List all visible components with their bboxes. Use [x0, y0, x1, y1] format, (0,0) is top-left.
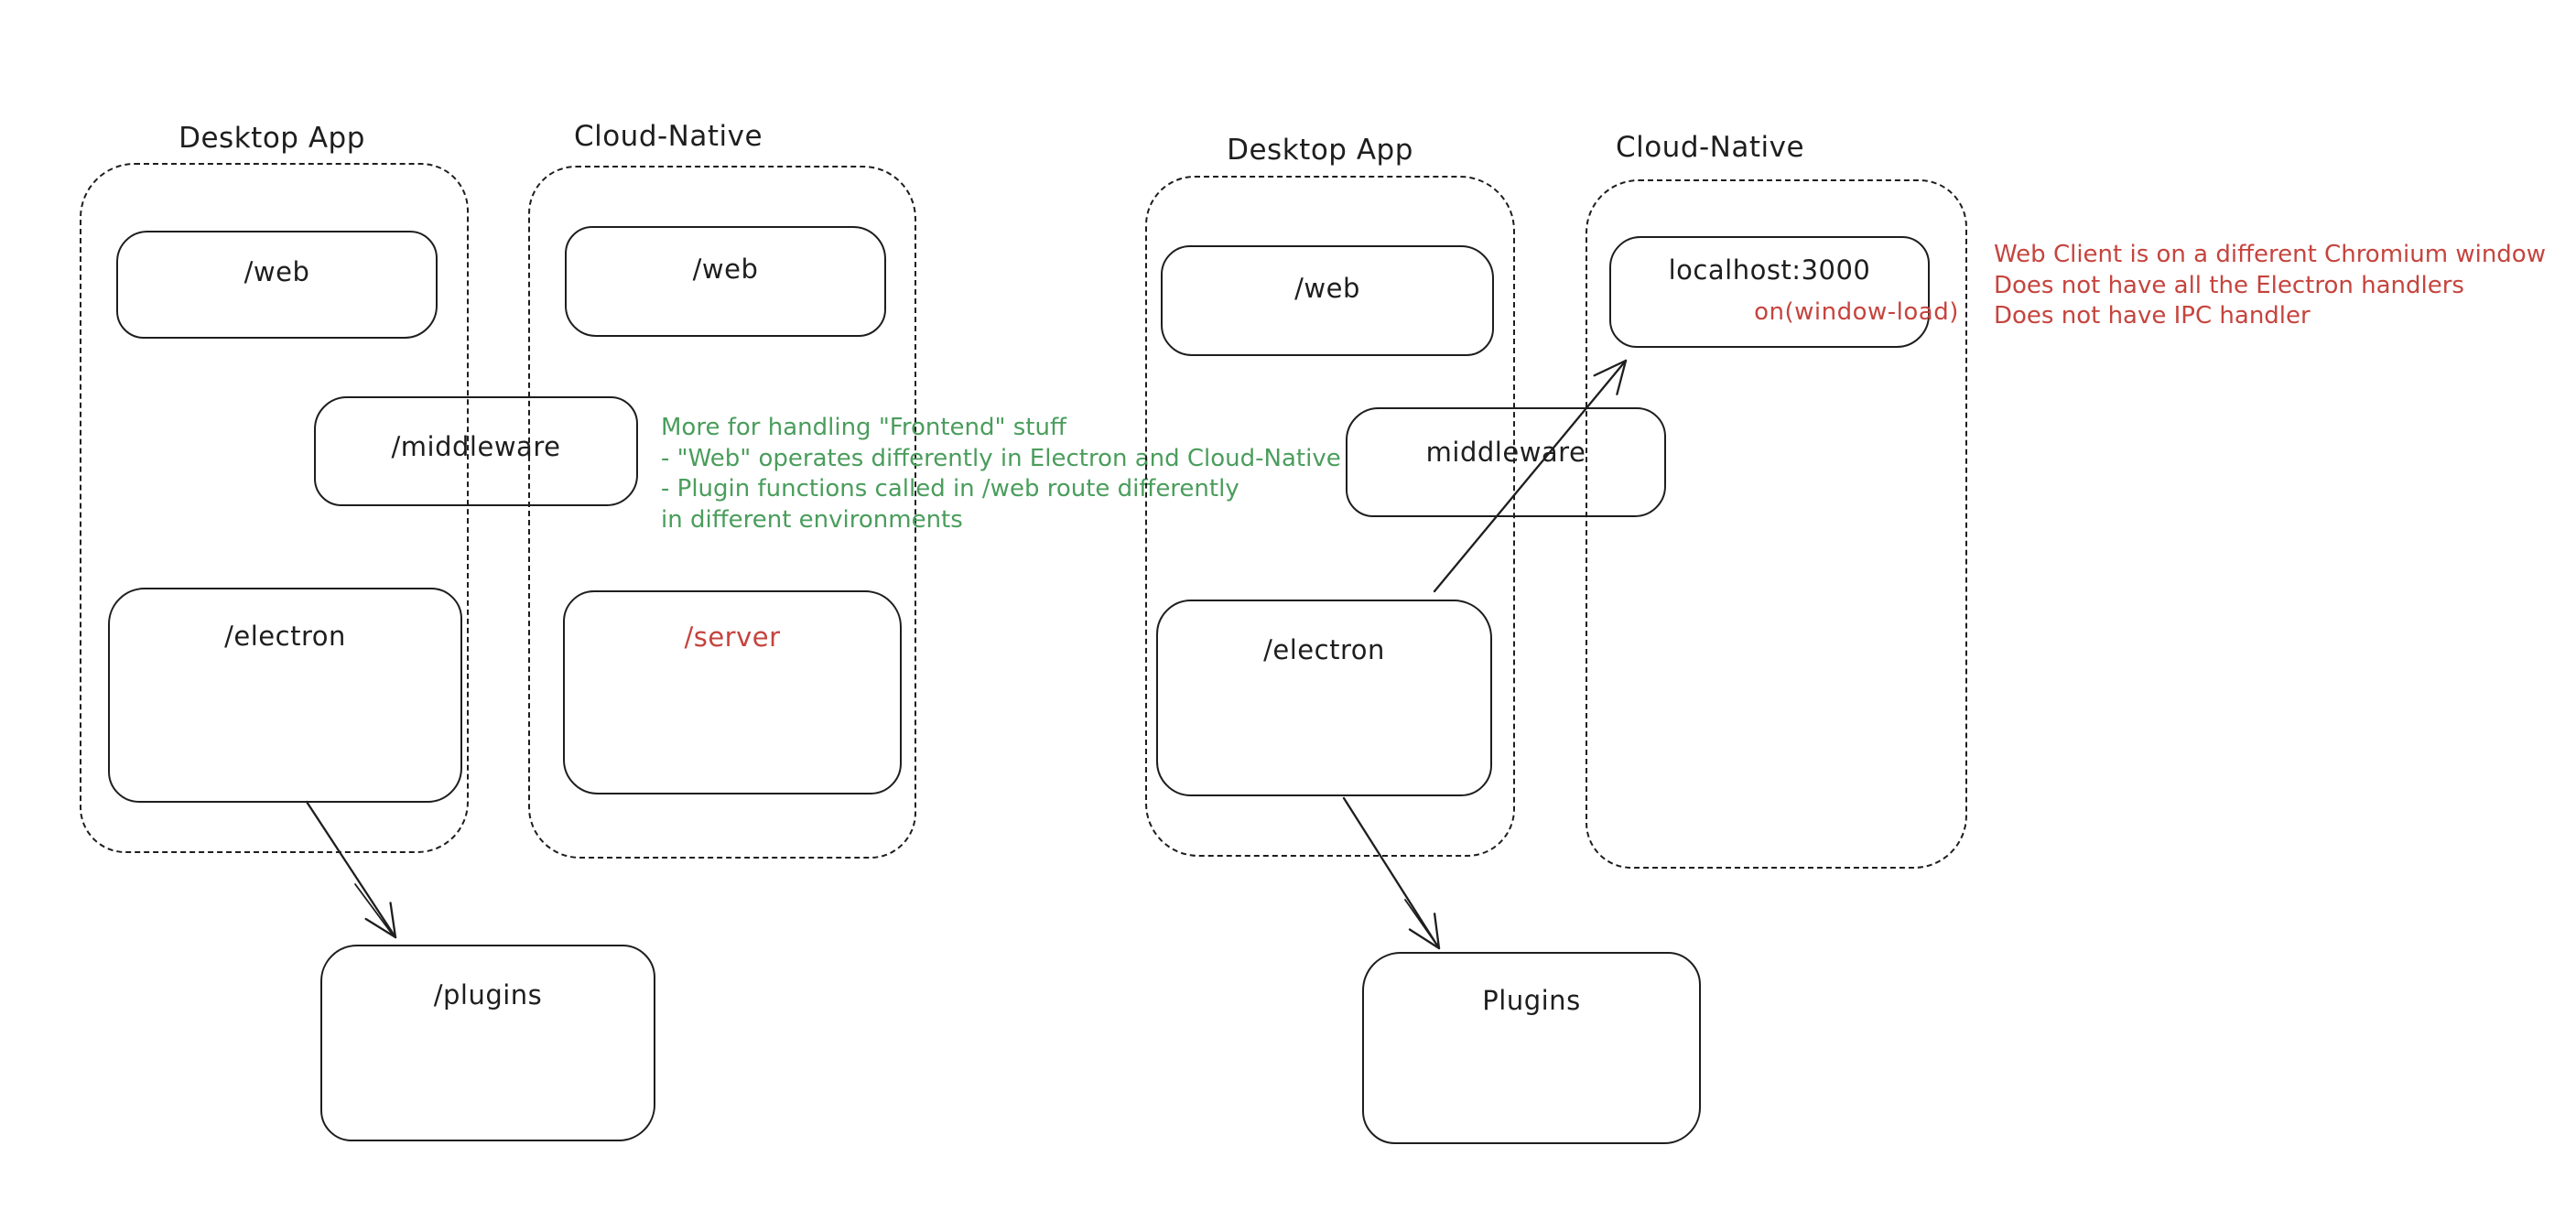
red-annotation-line-3: Does not have IPC handler [1994, 302, 2311, 330]
node-server-left-label: /server [684, 621, 781, 653]
node-web-desktop-left-label: /web [244, 256, 310, 287]
group-title-cloud-native-right: Cloud-Native [1615, 131, 1805, 164]
node-middleware-left-label: /middleware [391, 431, 561, 462]
node-localhost: localhost:3000 on(window-load) [1609, 236, 1958, 348]
node-middleware-right-label: middleware [1425, 437, 1586, 468]
green-annotation-line-1: More for handling "Frontend" stuff [661, 414, 1066, 441]
node-electron-left-label: /electron [224, 621, 346, 652]
node-plugins-left: /plugins [320, 945, 655, 1141]
node-plugins-left-label: /plugins [433, 979, 543, 1010]
node-middleware-right: middleware [1346, 407, 1666, 517]
group-title-desktop-app-right: Desktop App [1227, 134, 1413, 167]
node-server-left: /server [563, 590, 902, 794]
red-annotation-line-1: Web Client is on a different Chromium wi… [1994, 241, 2546, 268]
node-localhost-label: localhost:3000 [1668, 254, 1871, 286]
node-web-desktop-left: /web [116, 231, 438, 339]
node-web-desktop-right-label: /web [1294, 273, 1360, 304]
green-annotation-line-3: - Plugin functions called in /web route … [661, 475, 1239, 503]
node-middleware-left: /middleware [314, 396, 638, 506]
node-web-cloud-left: /web [565, 226, 886, 337]
node-electron-right-label: /electron [1263, 634, 1385, 665]
node-web-cloud-left-label: /web [692, 254, 759, 285]
group-title-cloud-native-left: Cloud-Native [573, 120, 763, 153]
green-annotation-line-2: - "Web" operates differently in Electron… [661, 444, 1341, 472]
container-desktop-app-left [80, 163, 469, 853]
node-electron-left: /electron [108, 588, 462, 803]
red-annotation-line-2: Does not have all the Electron handlers [1994, 271, 2464, 299]
node-plugins-right-label: Plugins [1482, 985, 1581, 1016]
node-electron-right: /electron [1156, 600, 1492, 796]
node-plugins-right: Plugins [1362, 952, 1701, 1144]
node-web-desktop-right: /web [1161, 245, 1494, 356]
node-localhost-event-label: on(window-load) [1754, 298, 1959, 326]
group-title-desktop-app-left: Desktop App [179, 122, 365, 155]
container-cloud-native-left [528, 166, 916, 859]
green-annotation-line-4: in different environments [661, 505, 963, 534]
green-annotation: More for handling "Frontend" stuff - "We… [661, 413, 1341, 535]
red-annotation: Web Client is on a different Chromium wi… [1994, 240, 2546, 332]
